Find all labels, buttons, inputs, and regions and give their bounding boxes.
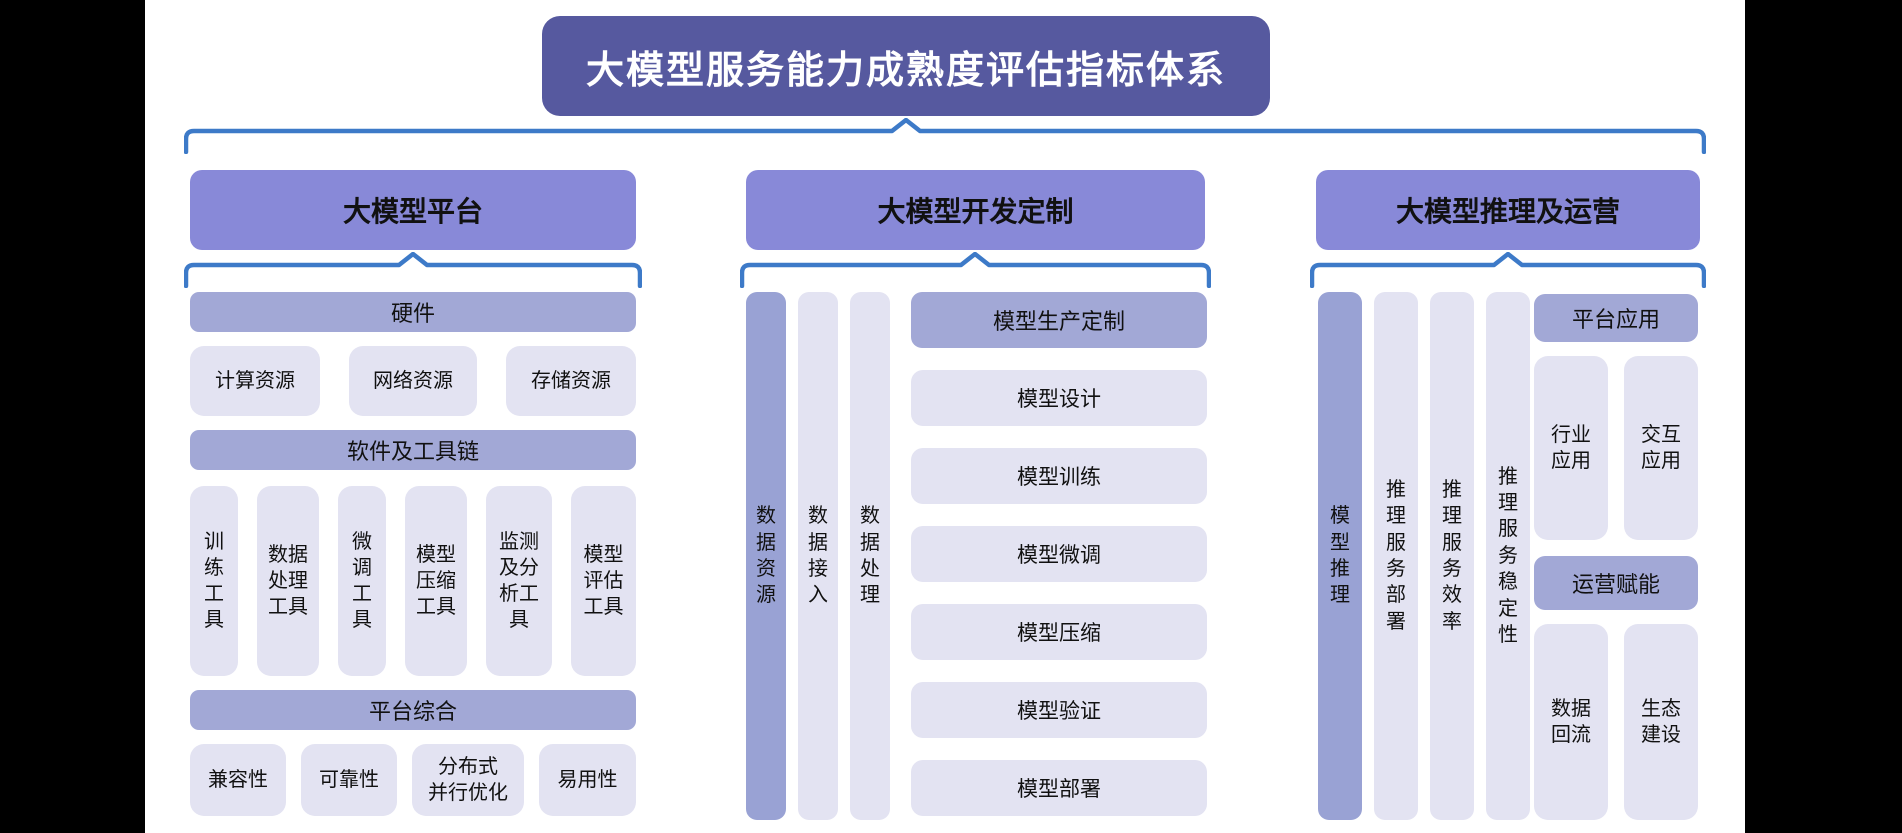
pillar-model-inference: 模 型 推 理: [1318, 292, 1362, 820]
node-model-compression-tool: 模型 压缩 工具: [405, 486, 467, 676]
node-finetune-tool: 微 调 工 具: [338, 486, 386, 676]
brace-platform-icon: [184, 252, 642, 288]
diagram-title: 大模型服务能力成熟度评估指标体系: [542, 16, 1270, 116]
pillar-data-processing: 数 据 处 理: [850, 292, 890, 820]
node-model-finetune: 模型微调: [911, 526, 1207, 582]
diagram-canvas: 大模型服务能力成熟度评估指标体系 大模型平台 硬件 计算资源 网络资源 存储资源…: [145, 0, 1745, 833]
pillar-data-resource: 数 据 资 源: [746, 292, 786, 820]
subheader-software-toolchain: 软件及工具链: [190, 430, 636, 470]
node-usability: 易用性: [539, 744, 636, 816]
node-model-design: 模型设计: [911, 370, 1207, 426]
header-inference: 大模型推理及运营: [1316, 170, 1700, 250]
node-data-processing-tool: 数据 处理 工具: [257, 486, 319, 676]
subheader-operation-enablement: 运营赋能: [1534, 556, 1698, 610]
subheader-model-production: 模型生产定制: [911, 292, 1207, 348]
subheader-platform-overall: 平台综合: [190, 690, 636, 730]
brace-root-icon: [184, 118, 1706, 154]
node-model-validation: 模型验证: [911, 682, 1207, 738]
pillar-inference-deployment: 推 理 服 务 部 署: [1374, 292, 1418, 820]
brace-development-icon: [740, 252, 1211, 288]
node-monitor-analysis-tool: 监测 及分 析工 具: [486, 486, 552, 676]
pillar-data-access: 数 据 接 入: [798, 292, 838, 820]
subheader-hardware: 硬件: [190, 292, 636, 332]
node-model-eval-tool: 模型 评估 工具: [571, 486, 636, 676]
node-compute-resource: 计算资源: [190, 346, 320, 416]
node-interactive-application: 交互 应用: [1624, 356, 1698, 540]
subheader-platform-application: 平台应用: [1534, 294, 1698, 342]
node-model-compression: 模型压缩: [911, 604, 1207, 660]
node-training-tool: 训 练 工 具: [190, 486, 238, 676]
node-industry-application: 行业 应用: [1534, 356, 1608, 540]
node-storage-resource: 存储资源: [506, 346, 636, 416]
node-compatibility: 兼容性: [190, 744, 286, 816]
node-reliability: 可靠性: [301, 744, 397, 816]
node-model-deployment: 模型部署: [911, 760, 1207, 816]
node-model-training: 模型训练: [911, 448, 1207, 504]
node-data-backflow: 数据 回流: [1534, 624, 1608, 820]
node-distributed-parallel: 分布式 并行优化: [412, 744, 524, 816]
node-ecosystem-building: 生态 建设: [1624, 624, 1698, 820]
pillar-inference-stability: 推 理 服 务 稳 定 性: [1486, 292, 1530, 820]
header-development: 大模型开发定制: [746, 170, 1205, 250]
brace-inference-icon: [1310, 252, 1706, 288]
pillar-inference-efficiency: 推 理 服 务 效 率: [1430, 292, 1474, 820]
node-network-resource: 网络资源: [349, 346, 477, 416]
header-platform: 大模型平台: [190, 170, 636, 250]
